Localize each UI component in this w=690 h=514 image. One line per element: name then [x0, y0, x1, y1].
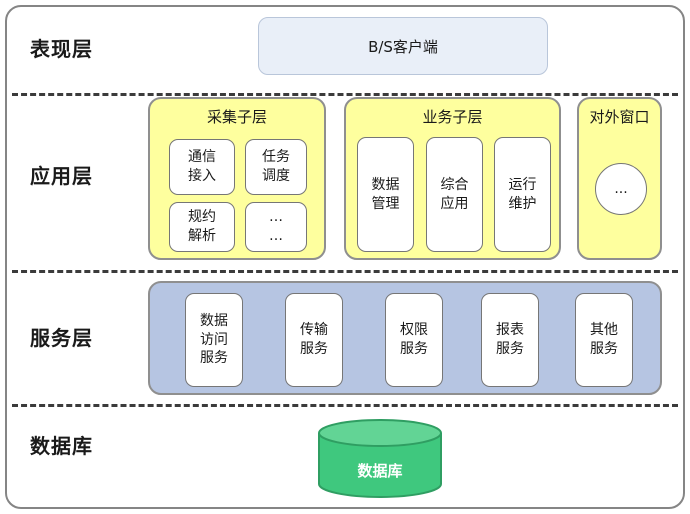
- transmission-service-box: 传输 服务: [285, 293, 343, 387]
- outer-border: [5, 5, 685, 509]
- comm-access-box: 通信 接入: [169, 139, 235, 195]
- database-cylinder-label: 数据库: [357, 462, 403, 480]
- permission-service-box: 权限 服务: [385, 293, 443, 387]
- database-cylinder-shape: [318, 419, 442, 498]
- application-layer-label: 应用层: [30, 164, 93, 188]
- divider-application-service: [12, 270, 678, 273]
- business-sublayer-group: 业务子层 数据 管理 综合 应用 运行 维护: [344, 97, 561, 260]
- other-service-box: 其他 服务: [575, 293, 633, 387]
- protocol-parsing-box: 规约 解析: [169, 202, 235, 252]
- presentation-layer-label: 表现层: [30, 37, 93, 61]
- service-layer-label: 服务层: [30, 326, 93, 350]
- operation-maintenance-box: 运行 维护: [494, 137, 551, 252]
- external-window-title: 对外窗口: [589, 108, 650, 126]
- external-window-group: 对外窗口 ...: [577, 97, 662, 260]
- service-layer-group: 数据 访问 服务 传输 服务 权限 服务 报表 服务 其他 服务: [148, 281, 662, 395]
- collection-more-box: … …: [245, 202, 307, 252]
- report-service-box: 报表 服务: [481, 293, 539, 387]
- bs-client-box: B/S客户端: [258, 17, 548, 75]
- external-more-circle: ...: [595, 163, 647, 215]
- data-access-service-box: 数据 访问 服务: [185, 293, 243, 387]
- task-scheduling-box: 任务 调度: [245, 139, 307, 195]
- database-cylinder: 数据库: [317, 418, 443, 500]
- divider-service-database: [12, 404, 678, 407]
- collection-sublayer-title: 采集子层: [206, 108, 267, 126]
- divider-presentation-application: [12, 93, 678, 96]
- integrated-application-box: 综合 应用: [426, 137, 483, 252]
- database-layer-label: 数据库: [30, 434, 93, 458]
- collection-sublayer-group: 采集子层 通信 接入 任务 调度 规约 解析 … …: [148, 97, 326, 260]
- business-sublayer-title: 业务子层: [422, 108, 483, 126]
- data-management-box: 数据 管理: [357, 137, 414, 252]
